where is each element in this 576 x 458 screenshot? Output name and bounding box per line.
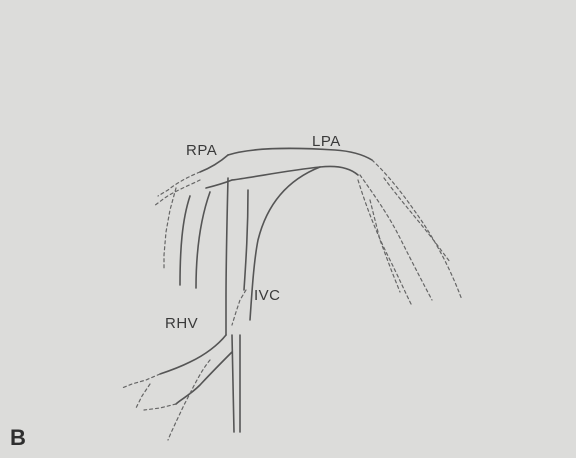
descending-vessel-right-wall <box>244 190 248 290</box>
rpa-branch-left <box>180 196 190 285</box>
rpa-branch-right <box>196 192 210 288</box>
descending-vessel-left-wall <box>226 178 228 335</box>
label-ivc: IVC <box>254 287 281 304</box>
lpa-dotted-branch-5 <box>384 178 450 262</box>
rhv-dotted-lower <box>168 360 210 440</box>
pulmonary-artery-lower-wall <box>232 166 358 180</box>
panel-letter: B <box>10 425 26 451</box>
label-rhv: RHV <box>165 315 198 332</box>
catheter-left <box>232 335 234 432</box>
lpa-dotted-branch-1 <box>372 160 462 300</box>
rpa-dotted-branch-1 <box>158 172 200 196</box>
rhv-lower-wall <box>176 352 232 404</box>
label-lpa: LPA <box>312 133 341 150</box>
rpa-dotted-branch-3 <box>164 188 176 270</box>
rhv-dotted-fan-1 <box>144 404 176 410</box>
pulmonary-artery-upper-wall <box>228 148 372 160</box>
ivc-dotted-branch <box>232 290 246 325</box>
rhv-dotted-tail <box>122 374 160 388</box>
label-rpa: RPA <box>186 142 217 159</box>
lpa-dotted-branch-3 <box>358 180 412 306</box>
rhv-dotted-fan-2 <box>136 384 150 408</box>
lpa-dotted-branch-4 <box>370 200 400 292</box>
